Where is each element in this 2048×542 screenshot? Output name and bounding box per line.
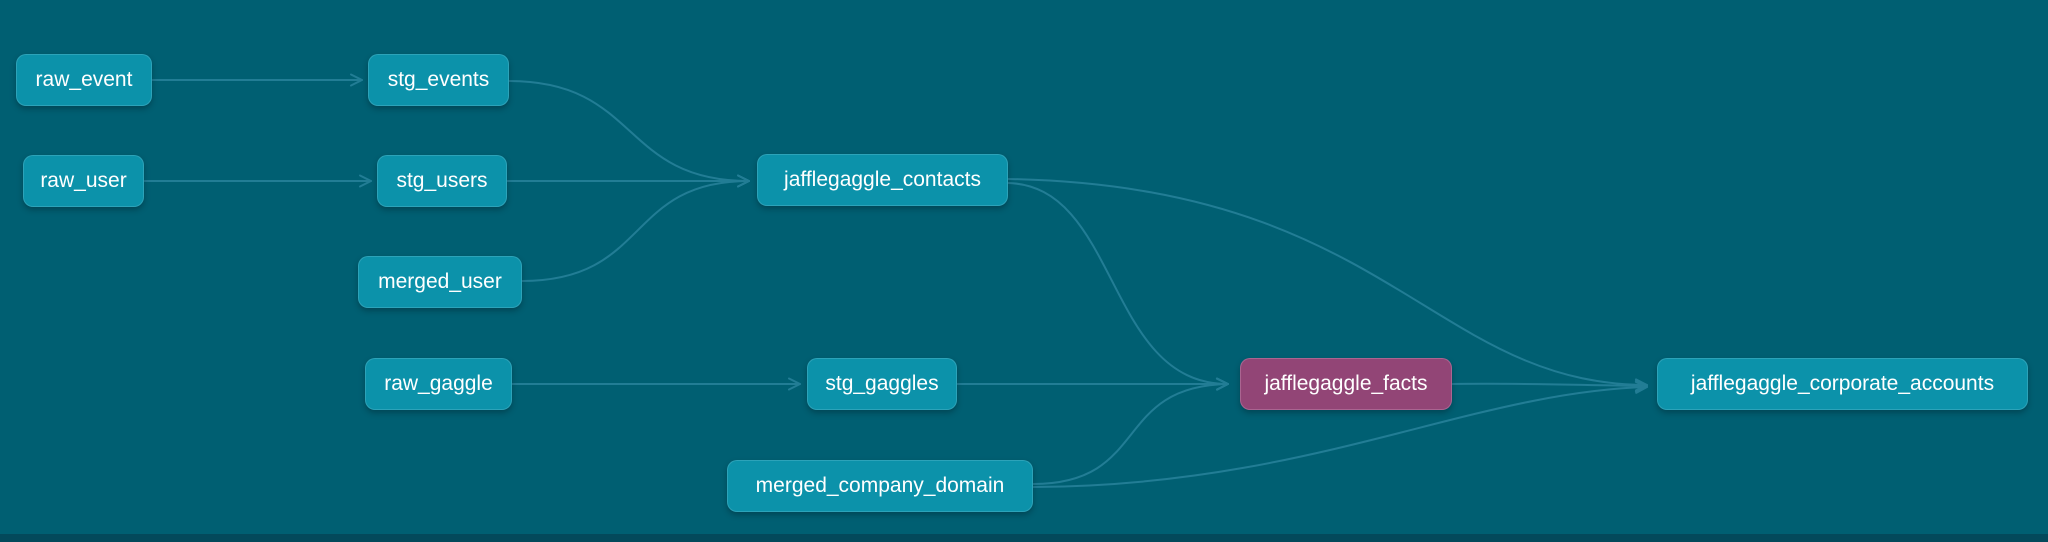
node-label: raw_user xyxy=(40,169,127,192)
node-label: stg_gaggles xyxy=(825,372,939,395)
node-label: raw_gaggle xyxy=(384,372,493,395)
node-merged_user[interactable]: merged_user xyxy=(358,256,522,308)
edge-jafflegaggle_facts-jafflegaggle_corporate_accounts xyxy=(1451,379,1648,393)
node-raw_event[interactable]: raw_event xyxy=(16,54,152,106)
edge-jafflegaggle_contacts-jafflegaggle_corporate_accounts xyxy=(1007,178,1648,392)
node-stg_gaggles[interactable]: stg_gaggles xyxy=(807,358,957,410)
node-stg_events[interactable]: stg_events xyxy=(368,54,509,106)
node-label: raw_event xyxy=(35,68,133,91)
node-jafflegaggle_corporate_accounts[interactable]: jafflegaggle_corporate_accounts xyxy=(1657,358,2028,410)
node-raw_user[interactable]: raw_user xyxy=(23,155,144,207)
edge-jafflegaggle_contacts-jafflegaggle_facts xyxy=(1007,182,1229,391)
node-stg_users[interactable]: stg_users xyxy=(377,155,507,207)
node-label: jafflegaggle_contacts xyxy=(784,168,981,191)
node-jafflegaggle_contacts[interactable]: jafflegaggle_contacts xyxy=(757,154,1008,206)
node-label: jafflegaggle_corporate_accounts xyxy=(1690,372,1995,395)
node-label: jafflegaggle_facts xyxy=(1264,372,1428,395)
node-label: stg_events xyxy=(387,68,490,91)
edge-merged_user-jafflegaggle_contacts xyxy=(521,174,750,282)
canvas-bottom-edge xyxy=(0,534,2048,542)
node-label: stg_users xyxy=(396,169,488,192)
edge-stg_events-jafflegaggle_contacts xyxy=(508,80,750,188)
node-label: merged_company_domain xyxy=(755,474,1005,497)
node-jafflegaggle_facts[interactable]: jafflegaggle_facts xyxy=(1240,358,1452,410)
edge-merged_company_domain-jafflegaggle_corporate_accounts xyxy=(1032,380,1648,488)
node-raw_gaggle[interactable]: raw_gaggle xyxy=(365,358,512,410)
node-merged_company_domain[interactable]: merged_company_domain xyxy=(727,460,1033,512)
edge-merged_company_domain-jafflegaggle_facts xyxy=(1032,377,1229,485)
node-label: merged_user xyxy=(378,270,502,293)
